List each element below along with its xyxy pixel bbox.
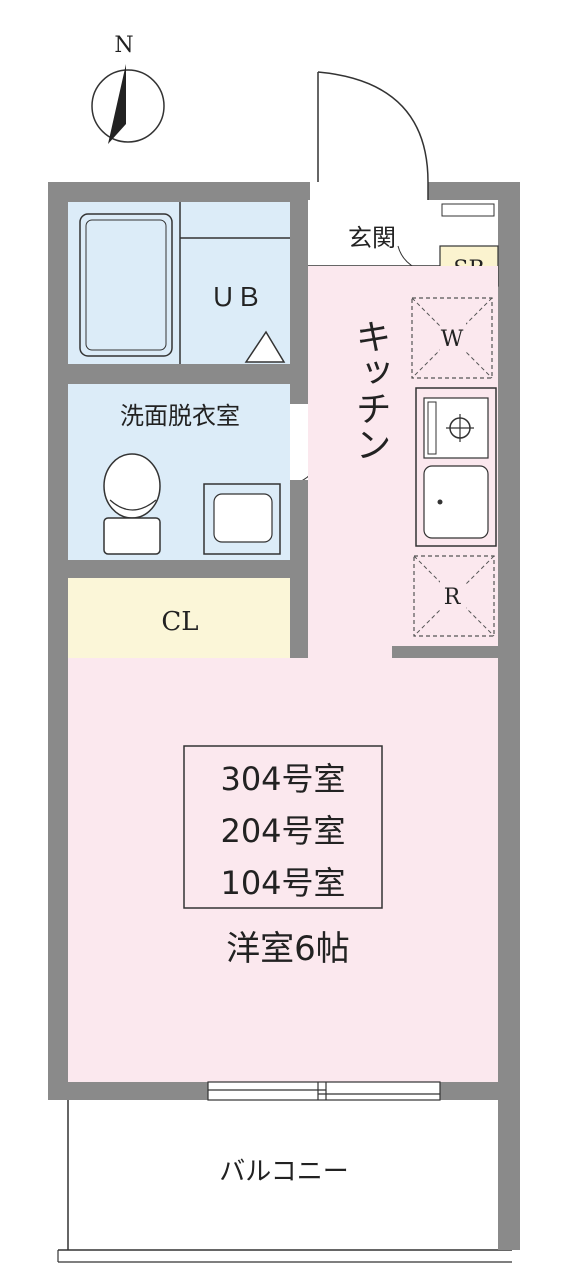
washroom-label: 洗面脱衣室 [120, 402, 240, 430]
compass-arrow-icon [108, 64, 126, 144]
washer-space [411, 297, 493, 379]
bathtub-inner [85, 219, 167, 351]
balcony-window [207, 1081, 441, 1101]
closet-label: CL [161, 607, 198, 637]
fridge-label: R [444, 585, 462, 610]
unit-number-304: 304号室 [220, 760, 345, 798]
wall-bottom-room [48, 1082, 208, 1100]
western-room-label: 洋室6帖 [226, 929, 350, 969]
unit-number-104: 104号室 [220, 864, 345, 902]
unit-bath-label: ＵＢ [210, 283, 262, 313]
kitchen-floor-top [308, 286, 412, 306]
compass: N [91, 33, 165, 144]
fridge-space [413, 555, 495, 637]
closet-floor [68, 578, 290, 658]
balcony-label: バルコニー [219, 1157, 348, 1187]
balcony [57, 1100, 520, 1263]
entrance-floor [308, 200, 432, 266]
unit-number-box [183, 745, 383, 909]
wall-washroom-right-low [290, 480, 308, 576]
wall-bath-right [290, 202, 308, 384]
wall-bottom-room-right [440, 1082, 520, 1100]
stove-burner-icon [446, 414, 474, 442]
outer-wall-top-right [428, 182, 520, 200]
unit-number-204: 204号室 [220, 812, 345, 850]
wall-washroom-bottom [68, 560, 308, 578]
wash-basin-icon [203, 483, 281, 555]
wall-closet-right [290, 578, 308, 664]
compass-north-label: N [114, 33, 133, 58]
kitchen-sink-icon [423, 465, 489, 539]
bathtub [79, 213, 173, 357]
wall-bath-washroom [68, 364, 308, 384]
bath-door-triangle [244, 330, 286, 363]
window-top-right [441, 203, 495, 217]
wall-washroom-right [290, 384, 308, 404]
compass-circle [91, 69, 165, 143]
western-room-floor-upper [308, 664, 392, 668]
walls [48, 182, 520, 1110]
kitchen-label: キッチン [350, 318, 391, 462]
toilet-icon [103, 453, 161, 555]
outer-wall-top-left [48, 182, 310, 202]
washer-label: W [441, 327, 464, 352]
entrance-label: 玄関 [348, 224, 396, 252]
outer-wall-right [498, 182, 520, 1110]
outer-wall-left [48, 182, 68, 1100]
